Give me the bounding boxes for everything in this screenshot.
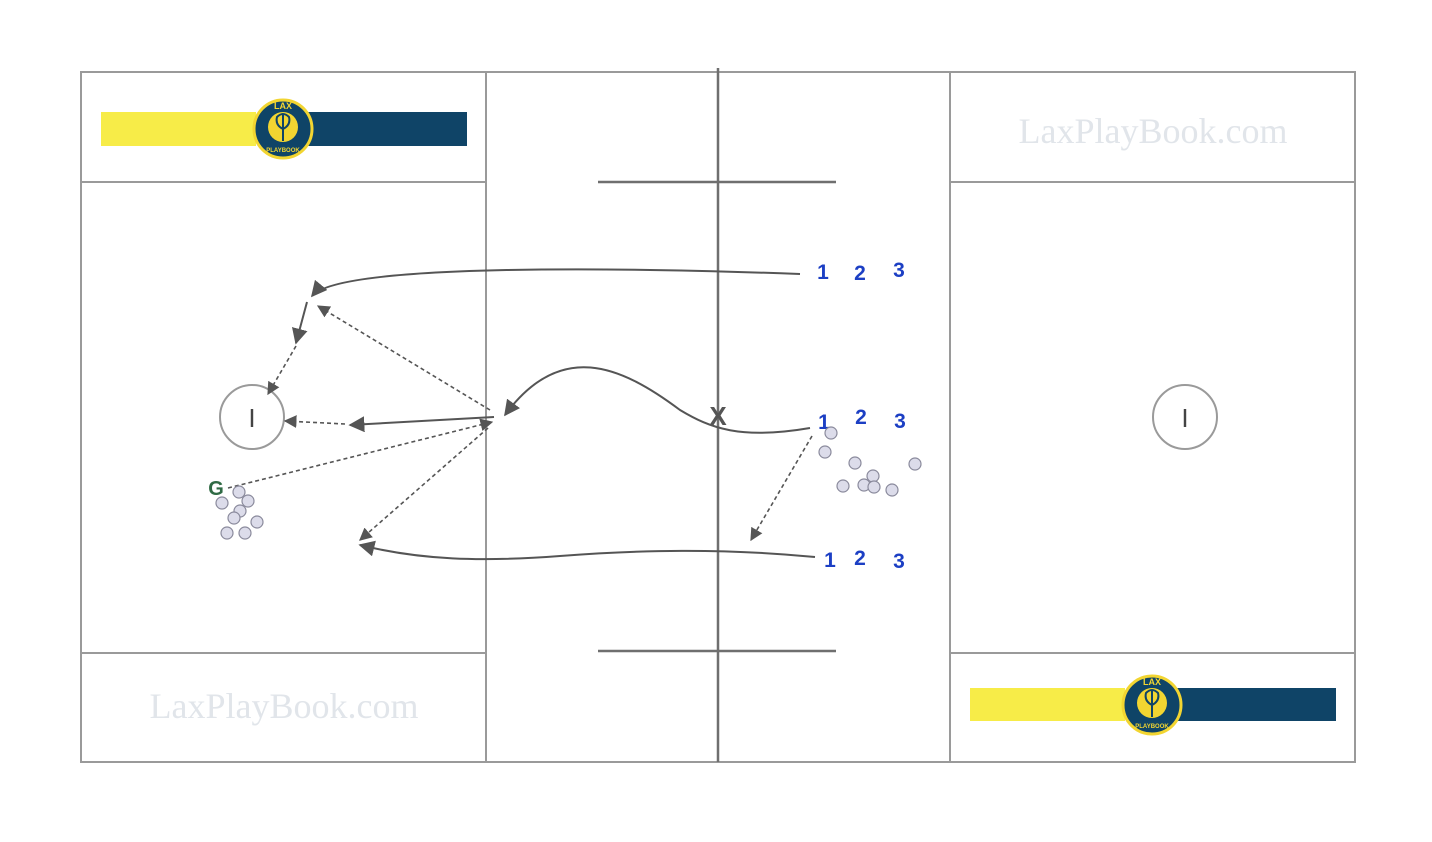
player-1: 1: [824, 549, 836, 572]
logo-top-text: LAX: [1143, 677, 1161, 687]
ball: [215, 496, 229, 510]
ball: [241, 494, 255, 508]
player-2: 2: [855, 406, 867, 429]
logo-yellow-bar: [101, 112, 256, 146]
pass-to-crease-arrow: [267, 345, 297, 396]
watermark-bottom-left: LaxPlayBook.com: [150, 686, 419, 726]
ball-pile-midfield: [818, 426, 922, 497]
ball: [867, 480, 881, 494]
lacrosse-stick-icon: [1144, 689, 1160, 717]
watermark-top-right: LaxPlayBook.com: [1019, 111, 1288, 151]
ball: [250, 515, 264, 529]
run-to-crease-arrow: [292, 301, 308, 345]
player-3: 3: [894, 410, 906, 433]
ball: [836, 479, 850, 493]
logo-yellow-bar: [970, 688, 1125, 721]
top-row-run-arrow: [310, 268, 801, 298]
faceoff-x-mark: X: [709, 401, 727, 431]
player-3: 3: [893, 550, 905, 573]
pass-to-bottom-row-arrow: [750, 435, 813, 542]
ball: [908, 457, 922, 471]
pass-to-top-cutter-arrow: [316, 305, 491, 411]
ball: [220, 526, 234, 540]
logo-bottom-text: PLAYBOOK: [1135, 724, 1169, 730]
ball: [824, 426, 838, 440]
ball: [232, 485, 246, 499]
lacrosse-stick-icon: [275, 113, 291, 141]
right-goal-mark: I: [1181, 403, 1188, 433]
player-row-bottom: 1 2 3: [824, 547, 905, 573]
player-2: 2: [854, 547, 866, 570]
ball: [227, 511, 241, 525]
player-3: 3: [893, 259, 905, 282]
right-crease: [1152, 384, 1218, 450]
player-1: 1: [817, 261, 829, 284]
ball-pile-goalie: [215, 485, 264, 540]
bottom-row-run-arrow: [358, 540, 816, 561]
run-toward-goal-arrow: [348, 416, 495, 433]
logo-navy-bar: [1176, 688, 1336, 721]
logo-top-text: LAX: [274, 101, 292, 111]
left-goal-mark: I: [248, 403, 255, 433]
player-row-top: 1 2 3: [817, 259, 905, 285]
shot-pass-arrow: [283, 415, 346, 428]
player-2: 2: [854, 262, 866, 285]
logo-banner-bottom-right: LAX PLAYBOOK: [970, 674, 1336, 736]
logo-banner-top-left: LAX PLAYBOOK: [101, 98, 467, 160]
logo-navy-bar: [306, 112, 467, 146]
pass-to-bottom-cutter-arrow: [359, 427, 489, 541]
ball: [848, 456, 862, 470]
goalie-label: G: [208, 478, 224, 500]
ball: [818, 445, 832, 459]
ball: [238, 526, 252, 540]
middle-row-run-arrow: [504, 366, 811, 434]
movement-paths: [227, 268, 816, 561]
field: I I: [80, 68, 1356, 763]
ball: [885, 483, 899, 497]
ball: [866, 469, 880, 483]
logo-bottom-text: PLAYBOOK: [266, 148, 300, 154]
goalie-outlet-pass-arrow: [227, 418, 494, 489]
